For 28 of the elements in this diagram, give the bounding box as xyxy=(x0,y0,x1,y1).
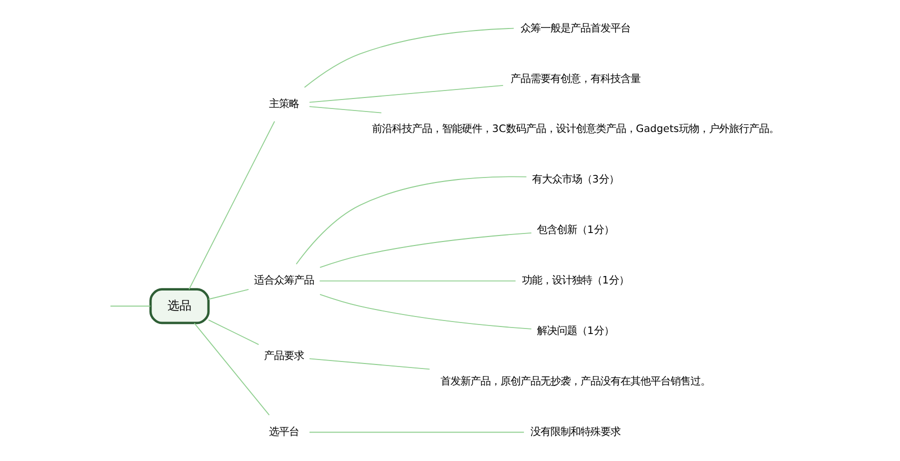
node-text: 选平台 xyxy=(268,426,299,438)
connector xyxy=(188,120,275,290)
node-text: 首发新产品，原创产品无抄袭，产品没有在其他平台销售过。 xyxy=(440,375,710,388)
node-text: 产品需要有创意，有科技含量 xyxy=(510,72,640,85)
node-text: 适合众筹产品 xyxy=(254,274,314,287)
node-box: 选品 xyxy=(148,288,210,324)
connector xyxy=(109,306,150,307)
node-text: 众筹一般是产品首发平台 xyxy=(520,22,630,34)
connector xyxy=(304,28,514,88)
node-text: 功能，设计独特（1分） xyxy=(522,274,628,287)
node-text: 前沿科技产品，智能硬件，3C数码产品，设计创意类产品，Gadgets玩物，户外旅行产品。 xyxy=(372,123,778,136)
node-text: 包含创新（1分） xyxy=(536,224,614,236)
connector xyxy=(208,288,249,300)
connector xyxy=(308,84,504,103)
connector xyxy=(295,176,526,265)
connector xyxy=(308,358,430,370)
node-text: 主策略 xyxy=(268,98,299,110)
connector xyxy=(193,322,270,416)
connector xyxy=(319,294,532,330)
node-text: 解决问题（1分） xyxy=(536,324,614,337)
node-text: 没有限制和特殊要求 xyxy=(530,426,620,438)
connector xyxy=(319,232,532,268)
connector xyxy=(308,106,382,114)
node-text: 产品要求 xyxy=(264,350,304,362)
connector xyxy=(318,280,516,282)
connector xyxy=(308,432,524,433)
connector xyxy=(208,319,259,345)
node-text: 有大众市场（3分） xyxy=(532,174,618,186)
